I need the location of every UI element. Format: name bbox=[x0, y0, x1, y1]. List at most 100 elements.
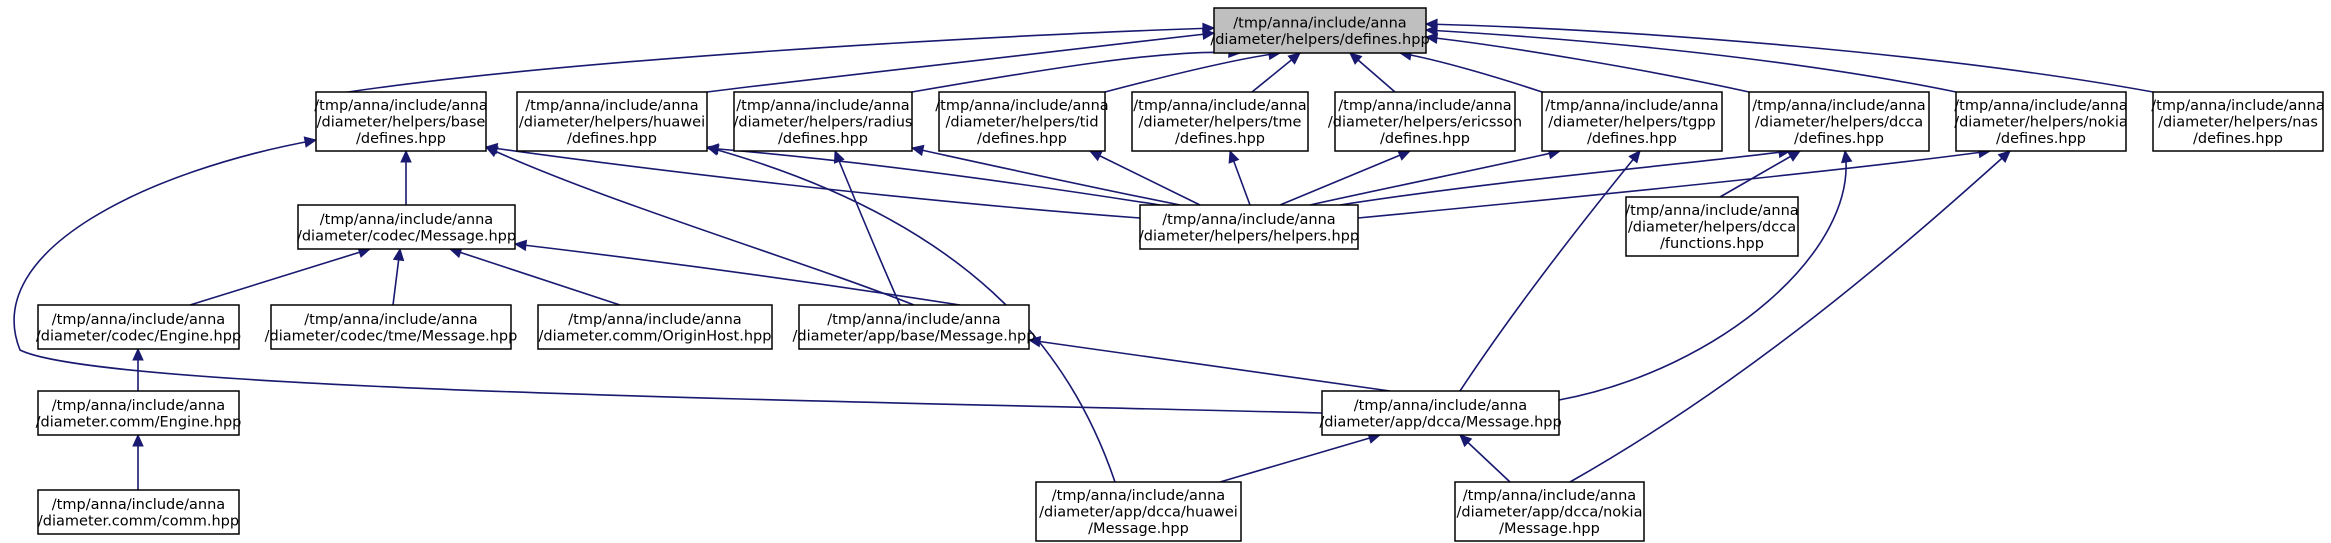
node-nas[interactable]: /tmp/anna/include/anna/diameter/helpers/… bbox=[2151, 91, 2325, 152]
node-nokia[interactable]: /tmp/anna/include/anna/diameter/helpers/… bbox=[1954, 91, 2128, 152]
node-appbasemsg[interactable]: /tmp/anna/include/anna/diameter/app/base… bbox=[793, 304, 1036, 350]
edge-line bbox=[834, 150, 901, 306]
node-huawei[interactable]: /tmp/anna/include/anna/diameter/helpers/… bbox=[516, 91, 708, 152]
arrowhead-icon bbox=[400, 149, 412, 163]
node-label-line: /diameter/helpers/tid bbox=[945, 115, 1098, 131]
arrowhead-icon bbox=[392, 247, 405, 262]
edge-line bbox=[1089, 150, 1201, 206]
node-box bbox=[1748, 91, 1930, 152]
node-label-line: /defines.hpp bbox=[2193, 131, 2283, 147]
edge-tmemsg-to-codecmsg bbox=[392, 247, 405, 306]
node-label-line: /tmp/anna/include/anna bbox=[935, 98, 1108, 114]
node-tmemsg[interactable]: /tmp/anna/include/anna/diameter/codec/tm… bbox=[265, 304, 518, 350]
edge-appbasemsg-to-radius bbox=[833, 149, 901, 306]
node-box bbox=[270, 304, 512, 350]
edge-helpers-to-radius bbox=[910, 144, 1181, 206]
node-label-line: /diameter/helpers/nokia bbox=[1954, 115, 2128, 131]
node-label-line: /functions.hpp bbox=[1660, 236, 1764, 252]
node-label-line: /tmp/anna/include/anna bbox=[1133, 98, 1306, 114]
node-label-line: /tmp/anna/include/anna bbox=[52, 497, 225, 513]
arrowhead-icon bbox=[1088, 150, 1103, 162]
node-label-line: /diameter/helpers/radius bbox=[734, 115, 913, 131]
node-label-line: /defines.hpp bbox=[1175, 131, 1265, 147]
node-box bbox=[1139, 204, 1359, 250]
node-label-line: /diameter.comm/OriginHost.hpp bbox=[539, 328, 772, 344]
node-label-line: /tmp/anna/include/anna bbox=[1954, 98, 2127, 114]
node-codecmsg[interactable]: /tmp/anna/include/anna/diameter/codec/Me… bbox=[297, 204, 516, 250]
node-label-line: /tmp/anna/include/anna bbox=[314, 98, 487, 114]
edge-line bbox=[1279, 150, 1411, 206]
edge-base-to-root bbox=[315, 22, 1216, 98]
edge-huaweimsg-to-dccamsg bbox=[1219, 432, 1382, 483]
node-codecengine[interactable]: /tmp/anna/include/anna/diameter/codec/En… bbox=[36, 304, 241, 350]
node-dccamsg[interactable]: /tmp/anna/include/anna/diameter/app/dcca… bbox=[1319, 390, 1562, 436]
arrowhead-icon bbox=[1349, 52, 1363, 65]
arrowhead-icon bbox=[132, 347, 144, 361]
node-tid[interactable]: /tmp/anna/include/anna/diameter/helpers/… bbox=[935, 91, 1109, 152]
node-label-line: /tmp/anna/include/anna bbox=[52, 312, 225, 328]
node-root[interactable]: /tmp/anna/include/anna/diameter/helpers/… bbox=[1210, 7, 1430, 54]
node-label-line: /diameter/helpers/nas bbox=[2158, 115, 2318, 131]
node-label-line: /diameter/app/dcca/Message.hpp bbox=[1319, 414, 1561, 430]
arrowhead-icon bbox=[1424, 32, 1439, 44]
arrowhead-icon bbox=[1787, 150, 1802, 162]
node-huaweimsg[interactable]: /tmp/anna/include/anna/diameter/app/dcca… bbox=[1035, 481, 1242, 542]
node-label-line: /defines.hpp bbox=[1996, 131, 2086, 147]
edge-appbasemsg-to-base bbox=[484, 146, 915, 306]
node-base[interactable]: /tmp/anna/include/anna/diameter/helpers/… bbox=[314, 91, 488, 152]
arrowhead-icon bbox=[1201, 28, 1216, 40]
node-label-line: /tmp/anna/include/anna bbox=[320, 212, 493, 228]
node-label-line: /diameter.comm/Engine.hpp bbox=[36, 414, 242, 430]
arrowhead-icon bbox=[833, 149, 845, 164]
edge-helpers-to-tme bbox=[1228, 149, 1251, 206]
node-commengine[interactable]: /tmp/anna/include/anna/diameter.comm/Eng… bbox=[36, 390, 242, 436]
node-box bbox=[1541, 91, 1723, 152]
arrowhead-icon bbox=[484, 146, 499, 158]
node-label-line: /defines.hpp bbox=[356, 131, 446, 147]
node-box bbox=[297, 204, 516, 250]
edge-line bbox=[315, 27, 1215, 98]
edge-line bbox=[1219, 434, 1381, 483]
node-tme[interactable]: /tmp/anna/include/anna/diameter/helpers/… bbox=[1131, 91, 1309, 152]
arrowhead-icon bbox=[1628, 150, 1641, 164]
node-tgpp[interactable]: /tmp/anna/include/anna/diameter/helpers/… bbox=[1541, 91, 1723, 152]
node-label-line: /defines.hpp bbox=[977, 131, 1067, 147]
arrowhead-icon bbox=[705, 144, 720, 156]
node-label-line: /diameter/helpers/ericsson bbox=[1328, 115, 1522, 131]
node-label-line: /diameter/codec/Message.hpp bbox=[297, 228, 516, 244]
node-dccafunc[interactable]: /tmp/anna/include/anna/diameter/helpers/… bbox=[1625, 196, 1799, 257]
edge-dcca-to-root bbox=[1424, 32, 1750, 93]
edge-line bbox=[1399, 52, 1543, 93]
node-box bbox=[733, 91, 913, 152]
edge-line bbox=[1425, 29, 1957, 93]
edge-line bbox=[1558, 150, 1847, 401]
edge-dccamsg-to-appbasemsg bbox=[1027, 335, 1391, 392]
node-box bbox=[1131, 91, 1309, 152]
node-label-line: /tmp/anna/include/anna bbox=[736, 98, 909, 114]
node-originhost[interactable]: /tmp/anna/include/anna/diameter.comm/Ori… bbox=[537, 304, 773, 350]
node-label-line: /tmp/anna/include/anna bbox=[304, 312, 477, 328]
node-ericsson[interactable]: /tmp/anna/include/anna/diameter/helpers/… bbox=[1328, 91, 1522, 152]
node-label-line: /diameter/app/dcca/nokia bbox=[1457, 505, 1643, 521]
node-label-line: /diameter/helpers/dcca bbox=[1628, 220, 1796, 236]
edge-nas-to-root bbox=[1424, 18, 2154, 93]
edge-huaweimsg-to-huawei bbox=[705, 144, 1116, 483]
node-box bbox=[516, 91, 708, 152]
node-label-line: /tmp/anna/include/anna bbox=[568, 312, 741, 328]
node-radius[interactable]: /tmp/anna/include/anna/diameter/helpers/… bbox=[733, 91, 913, 152]
edge-codecengine-to-codecmsg bbox=[189, 246, 372, 306]
node-box bbox=[938, 91, 1106, 152]
node-label-line: /Message.hpp bbox=[1499, 521, 1600, 537]
edge-line bbox=[485, 146, 915, 306]
node-box bbox=[1625, 196, 1799, 257]
node-nokiamsg[interactable]: /tmp/anna/include/anna/diameter/app/dcca… bbox=[1454, 481, 1645, 542]
node-helpers[interactable]: /tmp/anna/include/anna/diameter/helpers/… bbox=[1139, 204, 1359, 250]
node-box bbox=[1334, 91, 1516, 152]
node-comm[interactable]: /tmp/anna/include/anna/diameter.comm/com… bbox=[37, 489, 240, 535]
edge-line bbox=[1339, 150, 1791, 206]
node-dcca[interactable]: /tmp/anna/include/anna/diameter/helpers/… bbox=[1748, 91, 1930, 152]
node-box bbox=[1035, 481, 1242, 542]
edge-line bbox=[13, 139, 1323, 414]
node-box bbox=[2152, 91, 2324, 152]
